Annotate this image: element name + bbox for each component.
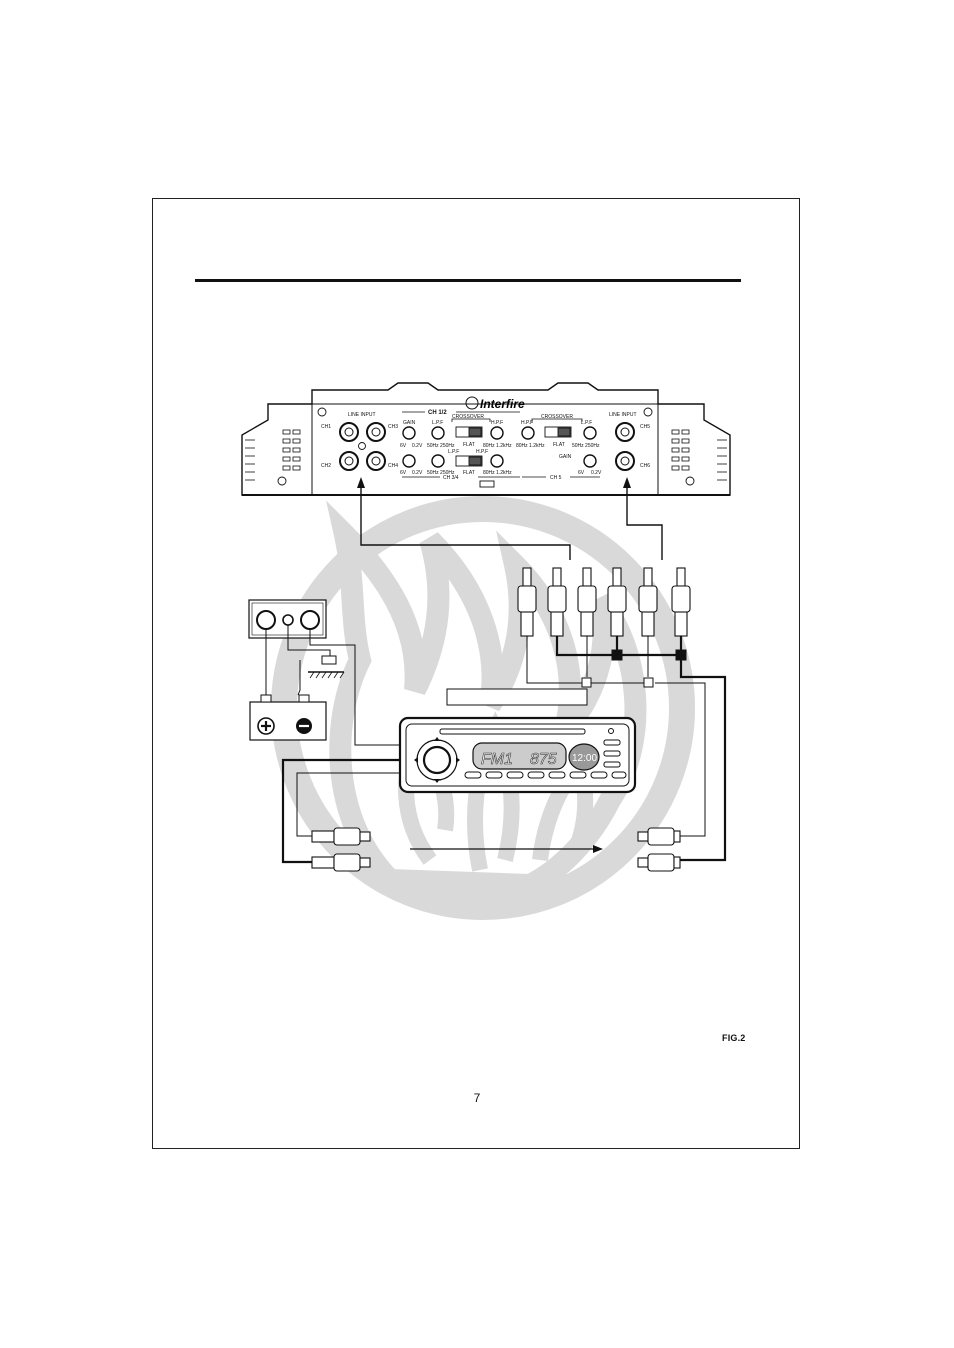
svg-text:0.2V: 0.2V [412, 470, 423, 476]
svg-text:CH2: CH2 [321, 463, 331, 469]
clock-display [568, 743, 600, 771]
right-rca-plugs [637, 827, 681, 872]
svg-text:80Hz 1.2kHz: 80Hz 1.2kHz [483, 443, 512, 449]
amplifier-switches [455, 426, 572, 488]
svg-text:80Hz 1.2kHz: 80Hz 1.2kHz [483, 470, 512, 476]
svg-text:FLAT: FLAT [463, 442, 475, 448]
svg-text:CH6: CH6 [640, 463, 650, 469]
svg-text:CH4: CH4 [388, 463, 398, 469]
left-output-wiring [281, 758, 400, 864]
arrow-heads [357, 477, 631, 488]
svg-text:0.2V: 0.2V [591, 470, 602, 476]
rca-plug [671, 567, 691, 637]
amplifier-vents-left [245, 429, 301, 481]
svg-text:GAIN: GAIN [559, 454, 572, 460]
svg-text:H.P.F: H.P.F [491, 420, 503, 426]
svg-text:0.2V: 0.2V [412, 443, 423, 449]
svg-text:CH 3/4: CH 3/4 [443, 475, 459, 481]
svg-text:LINE INPUT: LINE INPUT [348, 412, 376, 418]
head-unit: FM1 875 12:00 [398, 716, 637, 794]
amplifier-vents-right [671, 429, 727, 481]
harness-joints [581, 649, 687, 688]
volume-knob [414, 737, 460, 783]
rca-plugs [517, 567, 691, 637]
rca-plug [607, 567, 627, 637]
svg-text:6V: 6V [400, 443, 407, 449]
svg-text:50Hz 250Hz: 50Hz 250Hz [572, 443, 600, 449]
direction-arrow [410, 845, 603, 853]
svg-text:CH 1/2: CH 1/2 [428, 410, 447, 416]
battery [249, 694, 327, 741]
signal-lines [360, 484, 663, 560]
svg-text:CH5: CH5 [640, 424, 650, 430]
display-band: FM1 [481, 751, 513, 768]
rca-plug [547, 567, 567, 637]
power-wiring [265, 625, 402, 746]
svg-text:L.P.F: L.P.F [432, 420, 443, 426]
left-rca-plugs [311, 827, 371, 872]
flame-watermark [271, 496, 695, 920]
side-buttons [603, 739, 621, 768]
amplifier: Interfire [241, 382, 731, 496]
svg-text:50Hz 250Hz: 50Hz 250Hz [427, 443, 455, 449]
plus-icon [257, 717, 275, 735]
svg-text:CH 5: CH 5 [550, 475, 562, 481]
svg-text:12:00: 12:00 [572, 753, 597, 764]
ground-symbol [308, 655, 345, 679]
lcd-display [472, 742, 567, 770]
svg-text:L.P.F: L.P.F [581, 420, 592, 426]
heading-rule [195, 279, 741, 282]
svg-text:L.P.F: L.P.F [448, 449, 459, 455]
rca-plug [517, 567, 537, 637]
svg-text:CH3: CH3 [388, 424, 398, 430]
svg-text:CROSSOVER: CROSSOVER [452, 414, 484, 420]
display-frequency: 875 [530, 751, 557, 768]
amplifier-screws [277, 407, 695, 486]
minus-icon [296, 718, 312, 734]
page-frame [152, 198, 800, 1149]
svg-text:Interfire: Interfire [480, 397, 525, 411]
svg-text:H.P.F: H.P.F [476, 449, 488, 455]
svg-text:FLAT: FLAT [553, 442, 565, 448]
svg-text:FLAT: FLAT [463, 470, 475, 476]
svg-text:CROSSOVER: CROSSOVER [541, 414, 573, 420]
amplifier-knobs [402, 426, 597, 468]
figure-label: FIG.2 [722, 1033, 746, 1043]
rca-plug [577, 567, 597, 637]
svg-text:50Hz 250Hz: 50Hz 250Hz [427, 470, 455, 476]
svg-text:80Hz 1.2kHz: 80Hz 1.2kHz [516, 443, 545, 449]
caption-box [446, 688, 588, 706]
svg-text:LINE INPUT: LINE INPUT [609, 412, 637, 418]
svg-text:CH1: CH1 [321, 424, 331, 430]
rca-plug [638, 567, 658, 637]
svg-text:6V: 6V [400, 470, 407, 476]
svg-text:6V: 6V [578, 470, 585, 476]
svg-text:H.P.F: H.P.F [521, 420, 533, 426]
svg-text:GAIN: GAIN [403, 420, 416, 426]
amplifier-body [241, 382, 731, 496]
brand-logo: Interfire [465, 396, 525, 411]
preset-buttons [464, 771, 627, 779]
page-number: 7 [473, 1091, 481, 1105]
rca-input-jacks [339, 422, 635, 471]
